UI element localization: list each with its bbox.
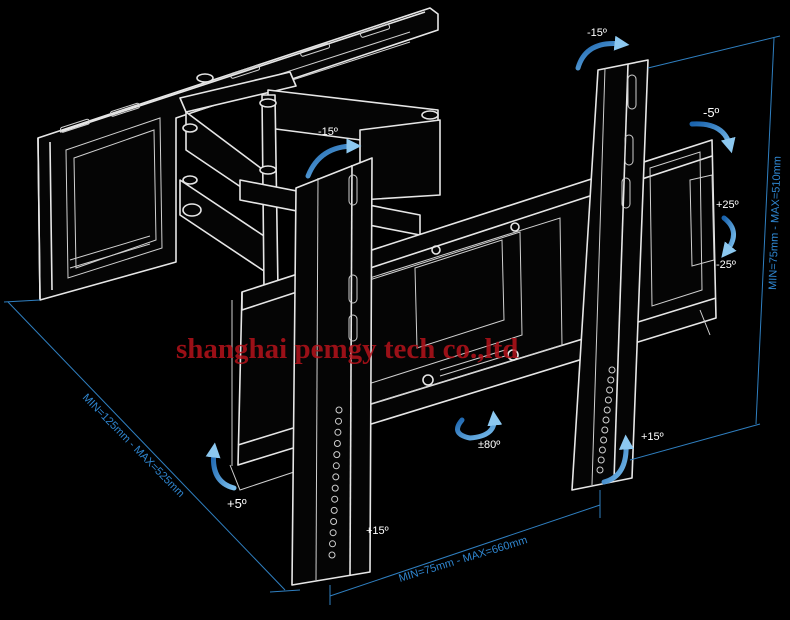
tilt-down-label: -25º (716, 259, 736, 271)
right-hanging-rail (571, 59, 649, 491)
swivel-arrow-top-right: -15º (575, 27, 630, 71)
tilt-up-label: +25º (716, 199, 739, 211)
level-bottom-label: +15º (366, 525, 389, 537)
rail-hole (607, 376, 615, 384)
rail-hole (598, 446, 606, 454)
rail-hole (335, 406, 343, 414)
rail-hole (601, 426, 609, 434)
rail-hole (333, 451, 341, 459)
rail-hole (332, 473, 340, 481)
height-label: MIN=75mm - MAX=510mm (767, 156, 784, 290)
bracket-screws (422, 222, 520, 386)
right-rail-holes (596, 366, 616, 474)
level-right-label: +15º (641, 431, 664, 443)
rail-hole (332, 462, 340, 470)
rail-hole (334, 428, 342, 436)
rail-hole (608, 366, 616, 374)
rail-hole (329, 540, 336, 548)
level-arrow-right: +15º (601, 431, 664, 485)
rotate-arrow: ±80º (455, 410, 503, 451)
level-arrow-left: +5º (205, 442, 247, 511)
swivel-arm-label: -15º (318, 126, 338, 138)
swivel-top-label: -15º (587, 27, 607, 39)
depth-label: MIN=125mm - MAX=525mm (80, 392, 187, 500)
rail-hole (606, 386, 614, 394)
height-dimension: MIN=75mm - MAX=510mm (629, 35, 784, 461)
rail-hole (602, 416, 610, 424)
rail-hole (604, 396, 612, 404)
rail-hole (600, 436, 608, 444)
rail-hole (330, 506, 338, 514)
rotate-label: ±80º (478, 439, 500, 451)
rail-hole (596, 466, 604, 474)
wall-plate (37, 7, 439, 301)
wall-plate-slot-row (60, 23, 391, 133)
watermark-text: shanghai pemgy tech co.,ltd (176, 333, 518, 365)
arm-pivots (182, 73, 439, 217)
left-rail-holes (328, 406, 343, 559)
rail-hole (335, 417, 342, 425)
articulating-arms (179, 71, 441, 291)
rail-hole (329, 529, 337, 537)
rail-hole (331, 495, 339, 503)
tilt-arrow-vertical: +25º -25º (716, 199, 739, 271)
rail-hole (333, 440, 341, 447)
width-label: MIN=75mm - MAX=660mm (397, 534, 529, 585)
rail-hole (331, 484, 339, 492)
level-left-label: +5º (227, 496, 247, 511)
rail-hole (330, 518, 338, 525)
swivel-arrow-arm: -15º (305, 126, 362, 179)
tilt-arrow-left: -5º (689, 105, 736, 154)
left-hanging-rail (291, 157, 373, 586)
rail-hole (603, 406, 611, 414)
rail-hole (597, 456, 605, 464)
tilt-left-label: -5º (703, 105, 720, 120)
rail-hole (328, 551, 336, 559)
